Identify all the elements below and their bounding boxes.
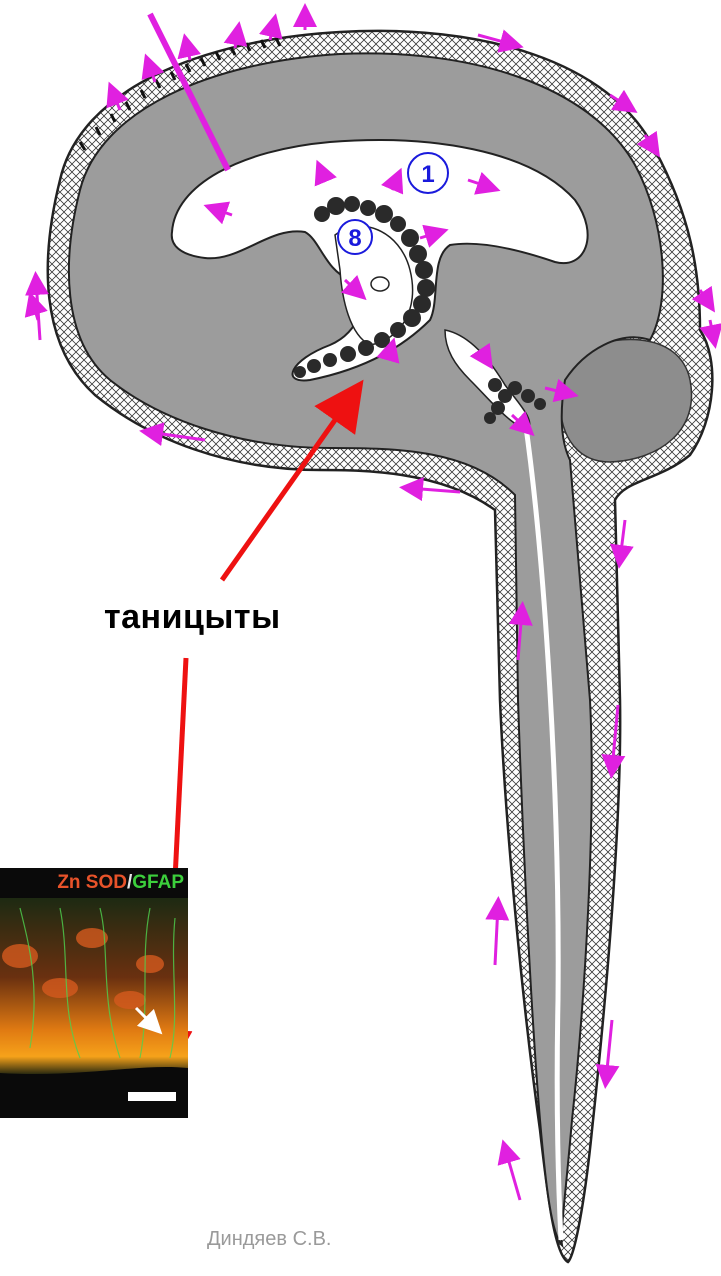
svg-text:8: 8 xyxy=(348,225,361,252)
marker-1: 1 xyxy=(408,153,448,193)
author-credit: Диндяев С.В. xyxy=(207,1228,331,1251)
svg-text:1: 1 xyxy=(421,161,434,188)
stain-label: Zn SOD/GFAP xyxy=(57,872,184,894)
micrograph-inset: Zn SOD/GFAP xyxy=(0,868,188,1118)
micrograph-image xyxy=(0,868,188,1118)
tanycytes-label: таницыты xyxy=(104,598,281,637)
scale-bar xyxy=(128,1092,176,1101)
marker-8: 8 xyxy=(338,220,372,254)
